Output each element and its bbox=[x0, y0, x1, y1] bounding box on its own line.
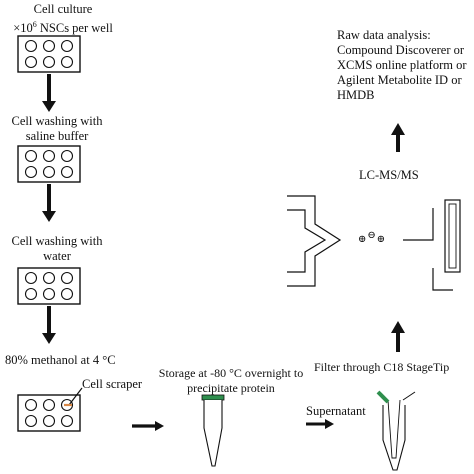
ion-symbols: ⊕⊖⊕ bbox=[358, 230, 387, 245]
well-plate-water bbox=[17, 267, 81, 305]
supernatant-label: Supernatant bbox=[306, 404, 366, 418]
cell-scraper-label: Cell scraper bbox=[82, 377, 143, 391]
arrow-down-2 bbox=[42, 184, 56, 222]
step-saline-label: Cell washing with saline buffer bbox=[11, 114, 103, 143]
step-methanol-label: 80% methanol at 4 °C bbox=[5, 353, 116, 367]
arrow-up-2 bbox=[391, 123, 405, 152]
cell-scraper-icon bbox=[64, 387, 83, 407]
arrow-down-3 bbox=[42, 306, 56, 344]
stagetip-tube-icon bbox=[376, 390, 416, 471]
cell-count-line: ×106 NSCs per well bbox=[13, 20, 113, 36]
step-water-label: Cell washing with water bbox=[11, 234, 103, 263]
microcentrifuge-tube-icon bbox=[201, 394, 225, 467]
step-storage-label: Storage at -80 °C overnight to precipita… bbox=[158, 366, 304, 395]
lcms-label: LC-MS/MS bbox=[359, 168, 419, 182]
well-plate-methanol bbox=[17, 394, 81, 432]
arrow-down-1 bbox=[42, 74, 56, 112]
arrow-right-supernatant bbox=[306, 419, 334, 429]
step-filter-label: Filter through C18 StageTip bbox=[314, 360, 450, 374]
step-culture-label: Cell culture ×106 NSCs per well bbox=[8, 2, 118, 36]
well-plate-culture bbox=[17, 35, 81, 73]
arrow-right-1 bbox=[132, 421, 164, 431]
well-plate-saline bbox=[17, 145, 81, 183]
step-analysis-label: Raw data analysis: Compound Discoverer o… bbox=[337, 28, 467, 102]
arrow-up-1 bbox=[391, 321, 405, 352]
lcms-schematic bbox=[287, 195, 461, 291]
